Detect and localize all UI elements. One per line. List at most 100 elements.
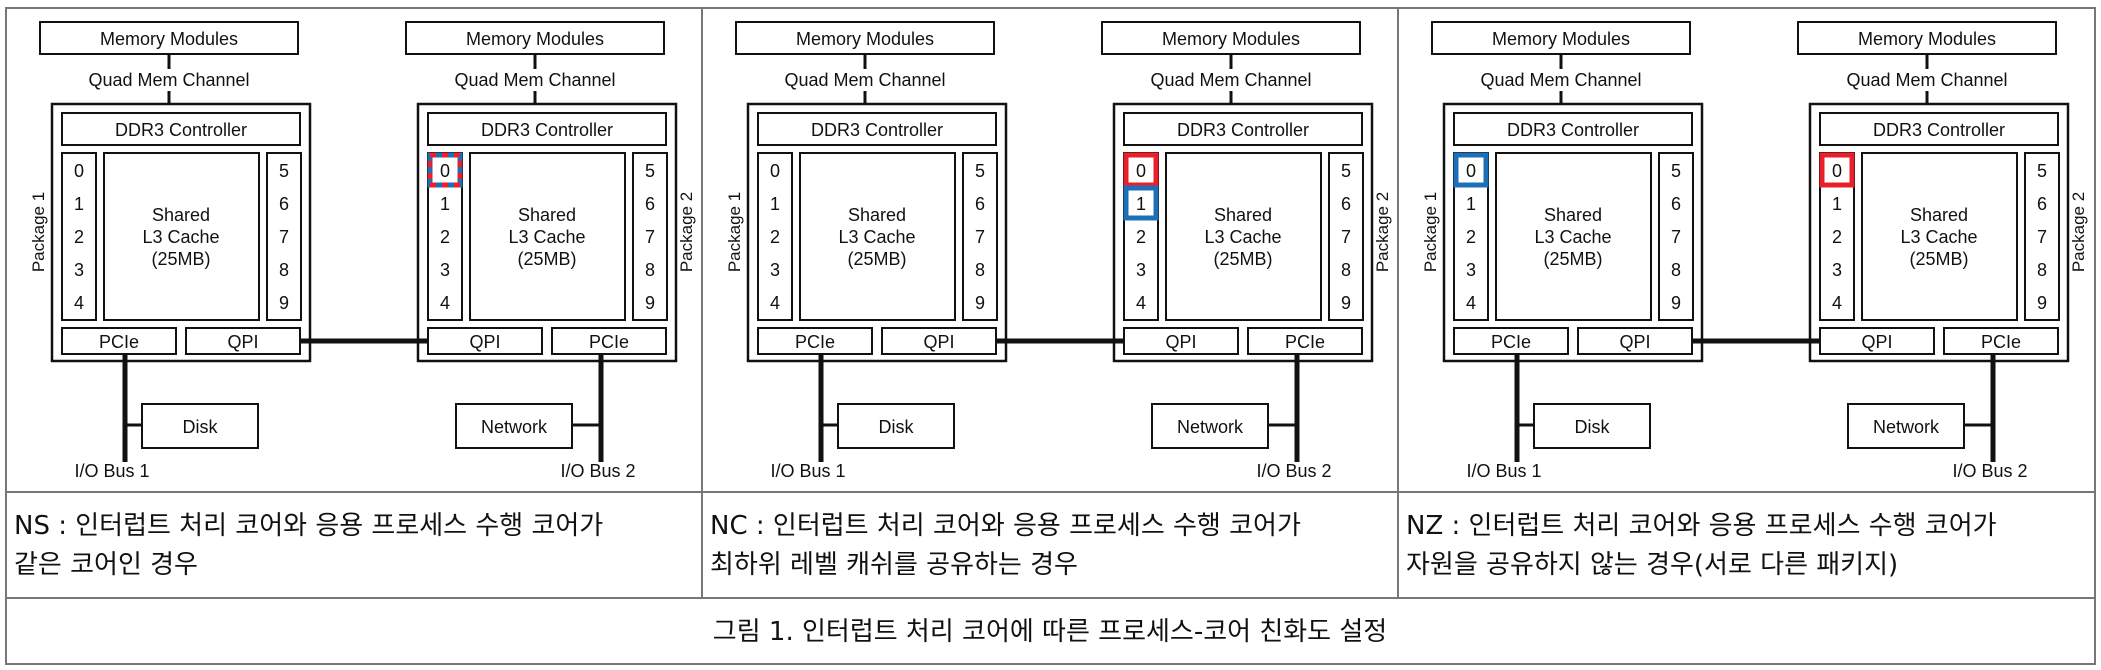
- channel-label-bg: [780, 69, 950, 91]
- core-8: 8: [645, 260, 655, 280]
- qpi-label: QPI: [1619, 332, 1650, 352]
- cache-label-line: L3 Cache: [508, 227, 585, 247]
- cache-label-line: (25MB): [847, 249, 906, 269]
- core-3: 3: [440, 260, 450, 280]
- core-9: 9: [1671, 293, 1681, 313]
- ddr3-controller-label: DDR3 Controller: [1507, 120, 1639, 140]
- cache-label-line: Shared: [848, 205, 906, 225]
- core-2: 2: [1466, 227, 1476, 247]
- core-5: 5: [975, 161, 985, 181]
- core-2: 2: [770, 227, 780, 247]
- core-5: 5: [279, 161, 289, 181]
- core-4: 4: [1136, 293, 1146, 313]
- panel-description-line: NS : 인터럽트 처리 코어와 응용 프로세스 수행 코어가: [14, 511, 603, 541]
- core-5: 5: [1671, 161, 1681, 181]
- memory-modules-label: Memory Modules: [100, 29, 238, 49]
- cache-label-line: (25MB): [1909, 249, 1968, 269]
- cache-label-line: Shared: [1910, 205, 1968, 225]
- memory-modules-box: [1797, 21, 2057, 55]
- core-0: 0: [74, 161, 84, 181]
- memory-modules-box: [735, 21, 995, 55]
- pcie-label: PCIe: [589, 332, 629, 352]
- core-6: 6: [975, 194, 985, 214]
- pcie-box: [61, 327, 177, 355]
- core-7: 7: [1341, 227, 1351, 247]
- cache-label-line: (25MB): [1543, 249, 1602, 269]
- core-8: 8: [1341, 260, 1351, 280]
- quad-mem-channel-label: Quad Mem Channel: [784, 70, 945, 90]
- channel-label-bg: [450, 69, 620, 91]
- core-0: 0: [440, 161, 450, 181]
- right-core-column: [632, 152, 668, 321]
- core-8: 8: [1671, 260, 1681, 280]
- network-label: Network: [1177, 417, 1244, 437]
- qpi-label: QPI: [1861, 332, 1892, 352]
- cache-label-line: L3 Cache: [1900, 227, 1977, 247]
- ddr3-controller-box: [427, 112, 667, 146]
- shared-l3-cache: [469, 152, 626, 321]
- core-8: 8: [279, 260, 289, 280]
- core-1: 1: [1136, 194, 1146, 214]
- network-box: [1847, 403, 1965, 449]
- shared-l3-cache: [1861, 152, 2018, 321]
- channel-label-bg: [1146, 69, 1316, 91]
- core-7: 7: [1671, 227, 1681, 247]
- pcie-label: PCIe: [1981, 332, 2021, 352]
- figure-caption: 그림 1. 인터럽트 처리 코어에 따른 프로세스-코어 친화도 설정: [713, 617, 1387, 647]
- ddr3-controller-label: DDR3 Controller: [1873, 120, 2005, 140]
- package-label: Package 2: [2069, 192, 2088, 272]
- right-core-column: [1658, 152, 1694, 321]
- cache-label-line: L3 Cache: [142, 227, 219, 247]
- pcie-box: [551, 327, 667, 355]
- core-3: 3: [770, 260, 780, 280]
- ddr3-controller-box: [1819, 112, 2059, 146]
- core-9: 9: [975, 293, 985, 313]
- core-1: 1: [1832, 194, 1842, 214]
- core-0: 0: [1832, 161, 1842, 181]
- cache-label-line: (25MB): [1213, 249, 1272, 269]
- core-4: 4: [74, 293, 84, 313]
- core-3: 3: [1466, 260, 1476, 280]
- core-0: 0: [1466, 161, 1476, 181]
- core-6: 6: [1341, 194, 1351, 214]
- core-9: 9: [1341, 293, 1351, 313]
- core-8: 8: [975, 260, 985, 280]
- core-2: 2: [74, 227, 84, 247]
- memory-modules-label: Memory Modules: [1492, 29, 1630, 49]
- network-label: Network: [481, 417, 548, 437]
- core-2: 2: [440, 227, 450, 247]
- quad-mem-channel-label: Quad Mem Channel: [1150, 70, 1311, 90]
- pcie-box: [1247, 327, 1363, 355]
- core-6: 6: [1671, 194, 1681, 214]
- network-box: [455, 403, 573, 449]
- core-0: 0: [770, 161, 780, 181]
- core-9: 9: [645, 293, 655, 313]
- qpi-box: [1123, 327, 1239, 355]
- core-4: 4: [1832, 293, 1842, 313]
- core-1: 1: [440, 194, 450, 214]
- pcie-box: [1453, 327, 1569, 355]
- io-bus-2-label: I/O Bus 2: [1256, 461, 1331, 481]
- panel-description-line: 최하위 레벨 캐쉬를 공유하는 경우: [710, 550, 1078, 580]
- cache-label-line: Shared: [518, 205, 576, 225]
- disk-box: [1533, 403, 1651, 449]
- memory-modules-label: Memory Modules: [1858, 29, 1996, 49]
- core-2: 2: [1832, 227, 1842, 247]
- core-3: 3: [74, 260, 84, 280]
- pcie-label: PCIe: [1491, 332, 1531, 352]
- right-core-column: [1328, 152, 1364, 321]
- core-4: 4: [1466, 293, 1476, 313]
- package-label: Package 2: [1373, 192, 1392, 272]
- cache-label-line: Shared: [1214, 205, 1272, 225]
- right-core-column: [2024, 152, 2060, 321]
- disk-label: Disk: [1575, 417, 1611, 437]
- quad-mem-channel-label: Quad Mem Channel: [1846, 70, 2007, 90]
- ddr3-controller-label: DDR3 Controller: [1177, 120, 1309, 140]
- qpi-box: [881, 327, 997, 355]
- core-5: 5: [645, 161, 655, 181]
- core-4: 4: [440, 293, 450, 313]
